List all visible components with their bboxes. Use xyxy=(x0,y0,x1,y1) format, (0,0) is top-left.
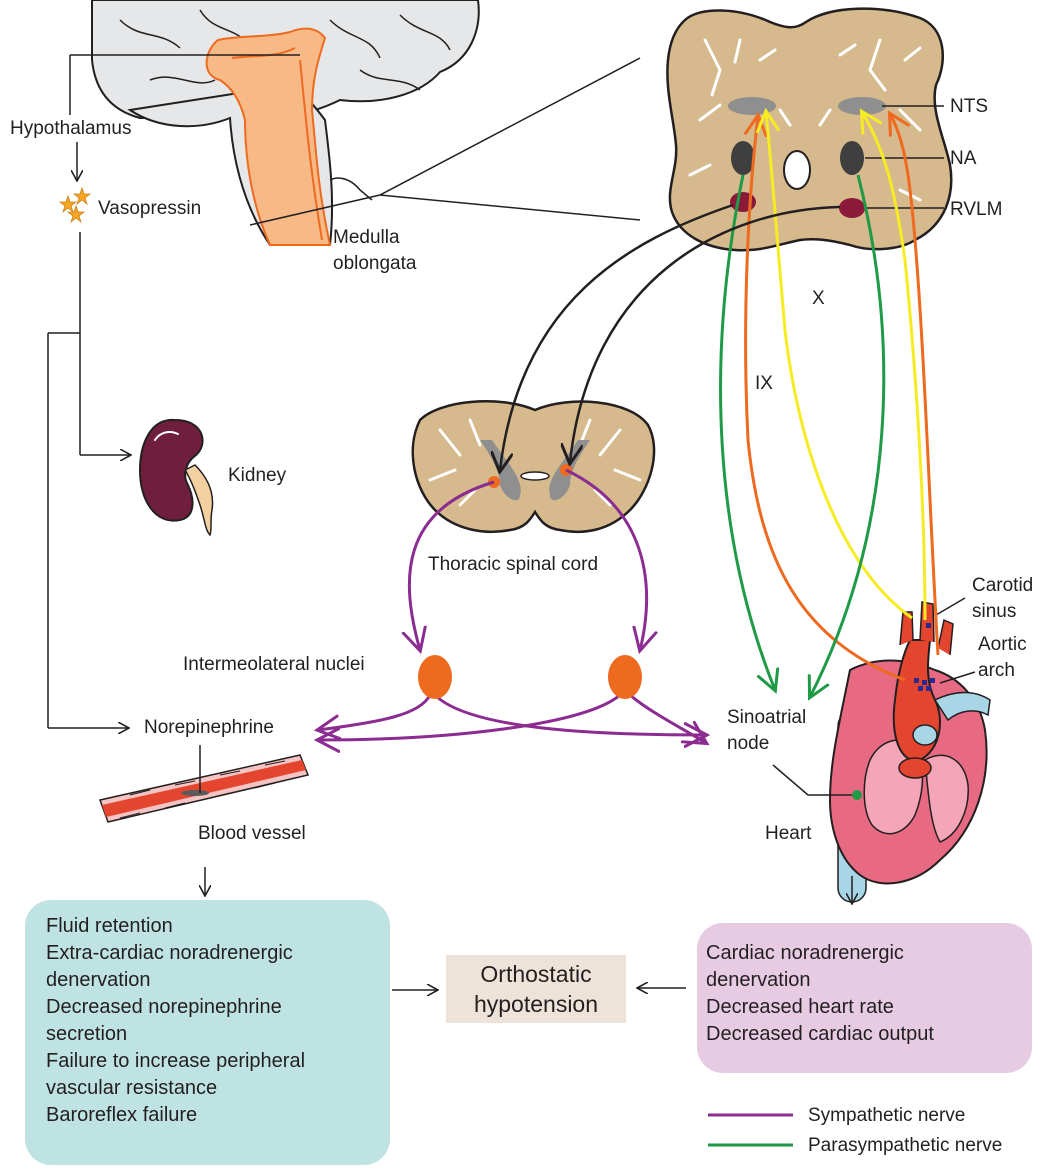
outcome-line2: hypotension xyxy=(446,989,626,1019)
label-heart: Heart xyxy=(765,822,811,845)
right-consequences-box: Cardiac noradrenergic denervation Decrea… xyxy=(697,923,1032,1073)
right-box-line: Cardiac noradrenergic xyxy=(706,940,1032,967)
kidney-illustration xyxy=(140,420,213,535)
label-intermeolateral-nuclei: Intermeolateral nuclei xyxy=(183,653,365,676)
left-box-line: Extra-cardiac noradrenergic xyxy=(46,940,390,967)
left-box-line: secretion xyxy=(46,1021,390,1048)
vasopressin-connector xyxy=(48,232,130,728)
left-box-line: Failure to increase peripheral xyxy=(46,1048,390,1075)
label-vasopressin: Vasopressin xyxy=(98,197,201,220)
label-sinoatrial-line1: Sinoatrial xyxy=(727,706,806,729)
orthostatic-hypotension-box: Orthostatic hypotension xyxy=(446,955,626,1023)
label-carotid-line2: sinus xyxy=(972,600,1016,623)
label-sinoatrial-line2: node xyxy=(727,732,769,755)
right-box-line: Decreased cardiac output xyxy=(706,1021,1032,1048)
legend-sympathetic-label: Sympathetic nerve xyxy=(808,1104,965,1127)
label-aortic-line2: arch xyxy=(978,659,1015,682)
right-box-line: Decreased heart rate xyxy=(706,994,1032,1021)
label-blood-vessel: Blood vessel xyxy=(198,822,306,845)
intermeolateral-nucleus-left xyxy=(418,655,452,699)
label-medulla-line2: oblongata xyxy=(333,252,416,275)
label-carotid-line1: Carotid xyxy=(972,574,1033,597)
label-aortic-line1: Aortic xyxy=(978,633,1027,656)
label-thoracic-spinal-cord: Thoracic spinal cord xyxy=(428,553,598,576)
heart-illustration xyxy=(830,602,990,902)
left-box-line: Baroreflex failure xyxy=(46,1102,390,1129)
label-kidney: Kidney xyxy=(228,464,286,487)
label-na: NA xyxy=(950,147,976,170)
outcome-line1: Orthostatic xyxy=(446,959,626,989)
left-box-line: vascular resistance xyxy=(46,1075,390,1102)
right-box-line: denervation xyxy=(706,967,1032,994)
left-box-line: denervation xyxy=(46,967,390,994)
spinal-cord-section xyxy=(413,401,654,532)
parasympathetic-right-path xyxy=(810,175,884,697)
label-nerve-ix: IX xyxy=(755,372,773,395)
vasopressin-star-icons xyxy=(60,188,90,222)
label-norepinephrine: Norepinephrine xyxy=(144,716,274,739)
label-hypothalamus: Hypothalamus xyxy=(10,117,131,140)
blood-vessel-illustration xyxy=(100,745,308,822)
left-box-line: Fluid retention xyxy=(46,913,390,940)
sympathetic-right-to-vessel xyxy=(318,695,620,740)
left-consequences-box: Fluid retention Extra-cardiac noradrener… xyxy=(25,900,390,1165)
label-nts: NTS xyxy=(950,95,988,118)
intermeolateral-nucleus-right xyxy=(608,655,642,699)
label-rvlm: RVLM xyxy=(950,198,1002,221)
left-box-line: Decreased norepinephrine xyxy=(46,994,390,1021)
sympathetic-left-to-vessel xyxy=(318,695,430,730)
label-nerve-x: X xyxy=(812,287,825,310)
parasympathetic-nerves xyxy=(721,175,884,697)
label-medulla-line1: Medulla xyxy=(333,226,400,249)
legend-parasympathetic-label: Parasympathetic nerve xyxy=(808,1134,1002,1157)
